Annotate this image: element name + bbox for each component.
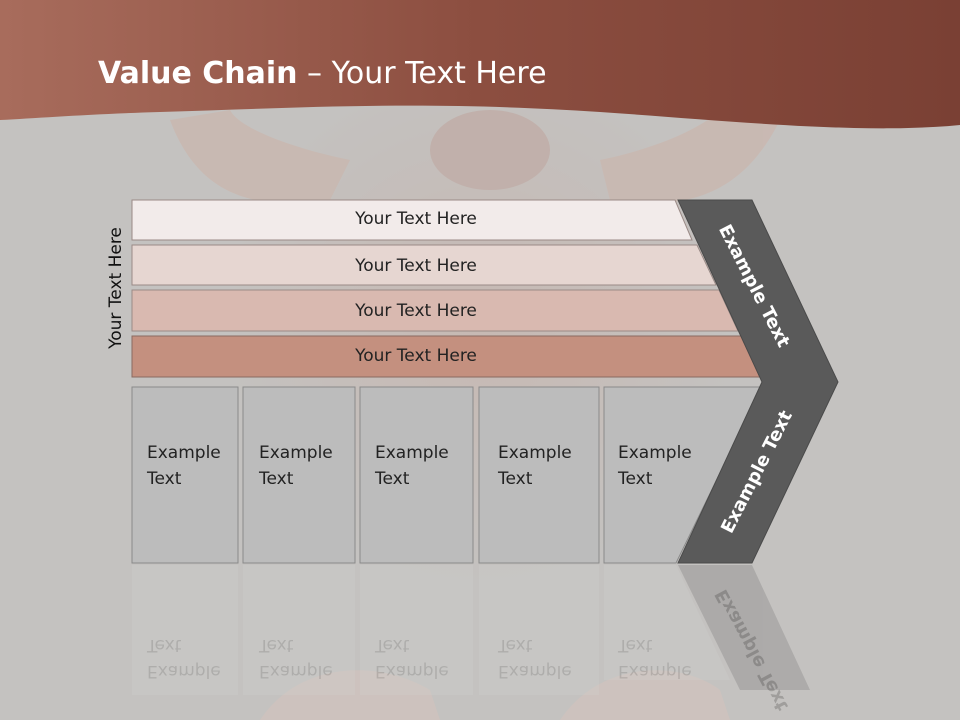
cell-4-shape — [478, 386, 600, 564]
slide-title: Value Chain – Your Text Here — [98, 52, 547, 96]
side-label: Your Text Here — [106, 227, 126, 349]
row-3-label: Your Text Here — [355, 301, 477, 321]
title-bold: Value Chain — [98, 56, 298, 91]
cell-1-label: Example Text — [147, 443, 221, 489]
reflection — [132, 565, 810, 695]
cell-5-shape — [603, 386, 763, 564]
cell-4-label: Example Text — [498, 443, 572, 489]
cell-5-label: Example Text — [618, 443, 692, 489]
cell-3-shape — [359, 386, 474, 564]
cell-5-reflection: Example Text — [618, 635, 692, 681]
cell-3-reflection: Example Text — [375, 635, 449, 681]
chevron-shape — [677, 199, 839, 564]
cell-1-reflection: Example Text — [147, 635, 221, 681]
cell-2-label: Example Text — [259, 443, 333, 489]
row-1-shape — [131, 199, 693, 241]
cell-2-shape — [242, 386, 356, 564]
row-2-shape — [131, 244, 717, 286]
row-1-label: Your Text Here — [355, 209, 477, 229]
title-rest: – Your Text Here — [297, 56, 547, 91]
cell-1-shape — [131, 386, 239, 564]
cell-4-reflection: Example Text — [498, 635, 572, 681]
cell-3-label: Example Text — [375, 443, 449, 489]
title-banner — [0, 0, 960, 129]
row-2-label: Your Text Here — [355, 256, 477, 276]
cell-2-reflection: Example Text — [259, 635, 333, 681]
row-4-label: Your Text Here — [355, 346, 477, 366]
